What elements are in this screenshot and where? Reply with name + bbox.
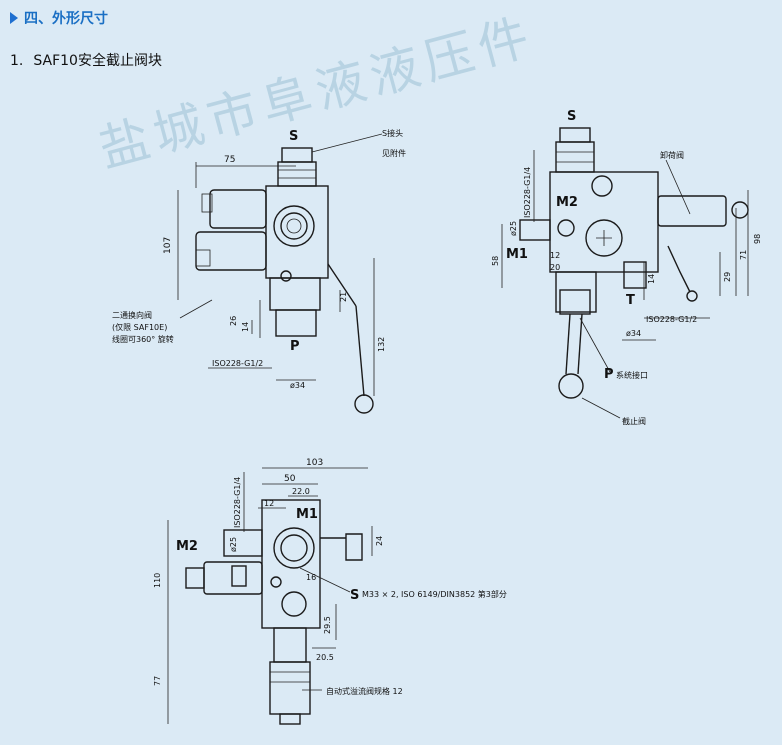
section-header: 四、外形尺寸	[10, 8, 108, 28]
view1-dim-132: 132	[377, 337, 386, 352]
view1-callout-s-line1: S接头	[382, 128, 403, 138]
view3-dim-110: 110	[153, 573, 162, 588]
section-title: 四、外形尺寸	[24, 11, 108, 27]
view1-note-line2: (仅限 SAF10E)	[112, 322, 167, 332]
view1-drawing	[177, 133, 383, 414]
view2-label-m2: M2	[556, 195, 578, 210]
view3-valve-note: 自动式溢流阀规格 12	[326, 686, 403, 696]
view1-dim-21: 21	[339, 292, 348, 302]
view2-dim-20: 20	[550, 263, 560, 272]
view2-label-t: T	[626, 293, 635, 308]
view2-label-s: S	[567, 109, 576, 124]
view3-dim-12: 12	[264, 499, 274, 508]
view2-dim-58: 58	[491, 256, 500, 266]
header-bullet-icon	[10, 12, 18, 24]
view3-label-m1: M1	[296, 507, 318, 522]
view2-callout-unload: 卸荷阀	[660, 150, 684, 160]
view3-dim-77: 77	[153, 676, 162, 686]
view2-callout-stop: 截止阀	[622, 416, 646, 426]
view3-label-s: S	[350, 588, 359, 603]
view2-iso-top: ISO228-G1/4	[523, 167, 532, 218]
view2-dim-12: 12	[550, 251, 560, 260]
view1-dim-14: 14	[241, 322, 250, 332]
view2-dim-phi25: ø25	[509, 221, 518, 236]
subtitle-number: 1.	[10, 53, 24, 69]
view1-note-line1: 二通换向阀	[112, 310, 152, 320]
view3-dim-phi25: ø25	[229, 537, 238, 552]
view3-dim-20-5: 20.5	[316, 653, 334, 662]
view2-label-p: P	[604, 367, 614, 382]
view2-label-m1: M1	[506, 247, 528, 262]
view1-dim-107: 107	[163, 237, 173, 254]
view3-dim-50: 50	[284, 474, 296, 484]
view2-callout-p: 系统接口	[616, 370, 648, 380]
view2-iso-bottom: ISO228-G1/2	[646, 315, 697, 324]
view3-dim-16: 16	[306, 573, 316, 582]
view3-dim-29-5: 29.5	[323, 616, 332, 634]
view2-dim-29: 29	[723, 272, 732, 282]
view2-dim-71: 71	[739, 250, 748, 260]
view1-callout-s-line2: 见附件	[382, 148, 406, 158]
view1-dim-75: 75	[224, 155, 235, 165]
view2-drawing	[501, 127, 749, 419]
view1-iso: ISO228-G1/2	[212, 359, 263, 368]
view1-label-p: P	[290, 339, 300, 354]
view3-s-note: M33 × 2, ISO 6149/DIN3852 第3部分	[362, 589, 507, 599]
view3-iso: ISO228-G1/4	[233, 477, 242, 528]
view2-dim-98: 98	[753, 234, 762, 244]
subtitle-text: SAF10安全截止阀块	[33, 53, 162, 69]
diagram-subtitle: 1. SAF10安全截止阀块	[10, 50, 162, 70]
view2-dim-phi34: ø34	[626, 329, 641, 338]
view1-note-line3: 线圈可360° 旋转	[112, 334, 174, 344]
view3-label-m2: M2	[176, 539, 198, 554]
view3-dim-24: 24	[375, 536, 384, 546]
view3-drawing	[167, 467, 373, 725]
view2-dim-14: 14	[647, 274, 656, 284]
view3-dim-22: 22.0	[292, 487, 310, 496]
view3-dim-103: 103	[306, 458, 323, 468]
view1-dim-26: 26	[229, 316, 238, 326]
view1-dim-phi34: ø34	[290, 381, 305, 390]
view1-label-s: S	[289, 129, 298, 144]
